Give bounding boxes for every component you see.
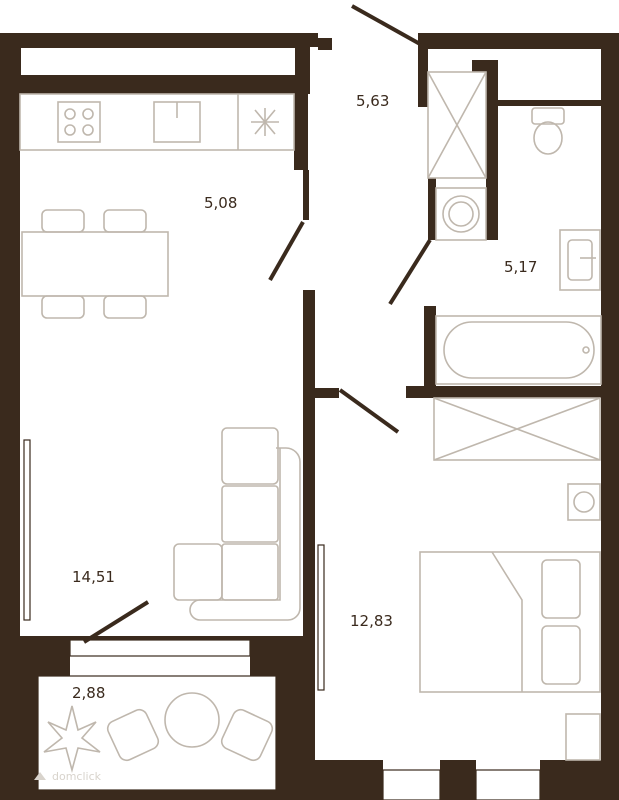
area-label-kitchen: 5,08 (204, 194, 237, 212)
windows (19, 46, 541, 800)
watermark-logo-icon: domclick (34, 770, 102, 783)
bed-icon (419, 551, 601, 693)
bathtub-icon (435, 315, 602, 385)
toilet-icon (531, 107, 565, 155)
cooktop-icon (57, 101, 101, 143)
shower-icon (427, 71, 487, 179)
sink-icon (153, 101, 201, 143)
doors (82, 4, 432, 644)
wall-sink-icon (567, 483, 601, 521)
area-label-hall: 5,63 (356, 92, 389, 110)
area-label-bedroom: 12,83 (350, 612, 393, 630)
area-label-bathroom: 5,17 (504, 258, 537, 276)
watermark-text: domclick (52, 770, 102, 783)
area-label-living: 14,51 (72, 568, 115, 586)
sofa-icon (173, 427, 301, 621)
nightstand-icon (565, 713, 601, 761)
dining-table-icon (21, 209, 169, 319)
round-table-icon (164, 692, 220, 748)
washing-machine-icon (435, 187, 487, 241)
fridge-icon (251, 108, 279, 136)
wardrobe-icon (433, 397, 601, 461)
area-label-balcony: 2,88 (72, 684, 105, 702)
armchair-icon (106, 708, 274, 762)
plant-icon (43, 705, 101, 774)
kitchen-counter (19, 93, 295, 151)
bathroom-sink-icon (559, 229, 601, 291)
